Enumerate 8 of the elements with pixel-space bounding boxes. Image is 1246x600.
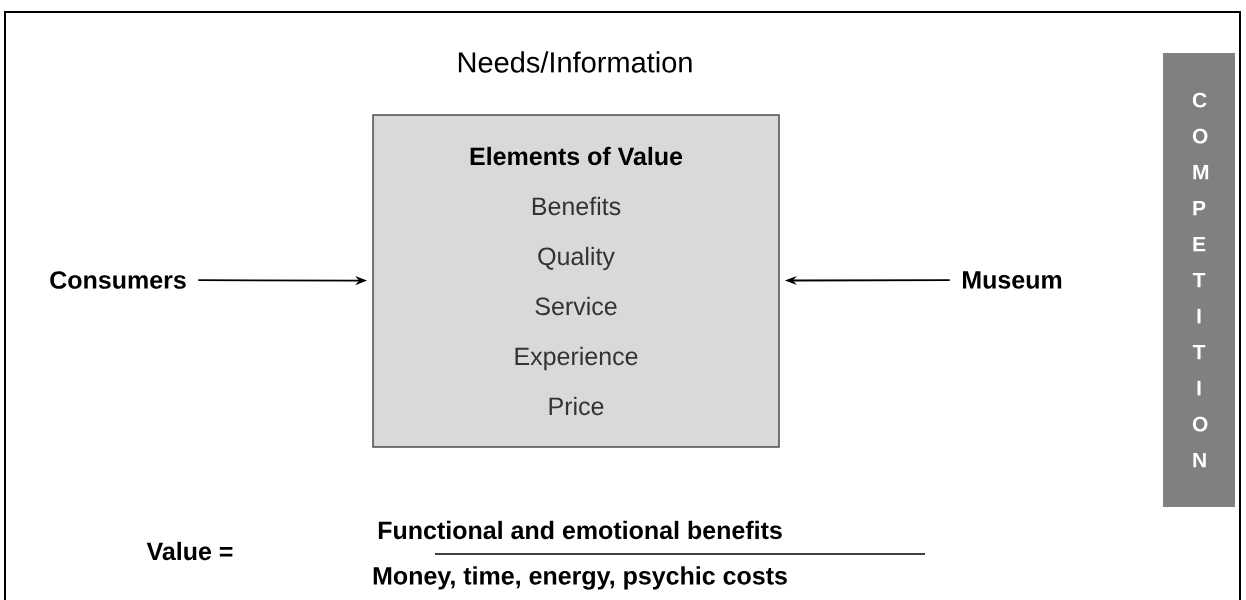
formula-text: Functional and emotional benefits (378, 520, 782, 540)
competition-band: COMPETITION (1163, 53, 1235, 507)
formula-text: Value = (146, 541, 233, 561)
source-label: Consumers (50, 271, 186, 289)
heading-text: Needs/Information (458, 51, 692, 73)
source-label: Museum (963, 271, 1062, 289)
value-box: Elements of Value Benefits Quality Service Experience Price (372, 114, 780, 448)
formula-text: Money, time, energy, psychic costs (373, 566, 787, 590)
